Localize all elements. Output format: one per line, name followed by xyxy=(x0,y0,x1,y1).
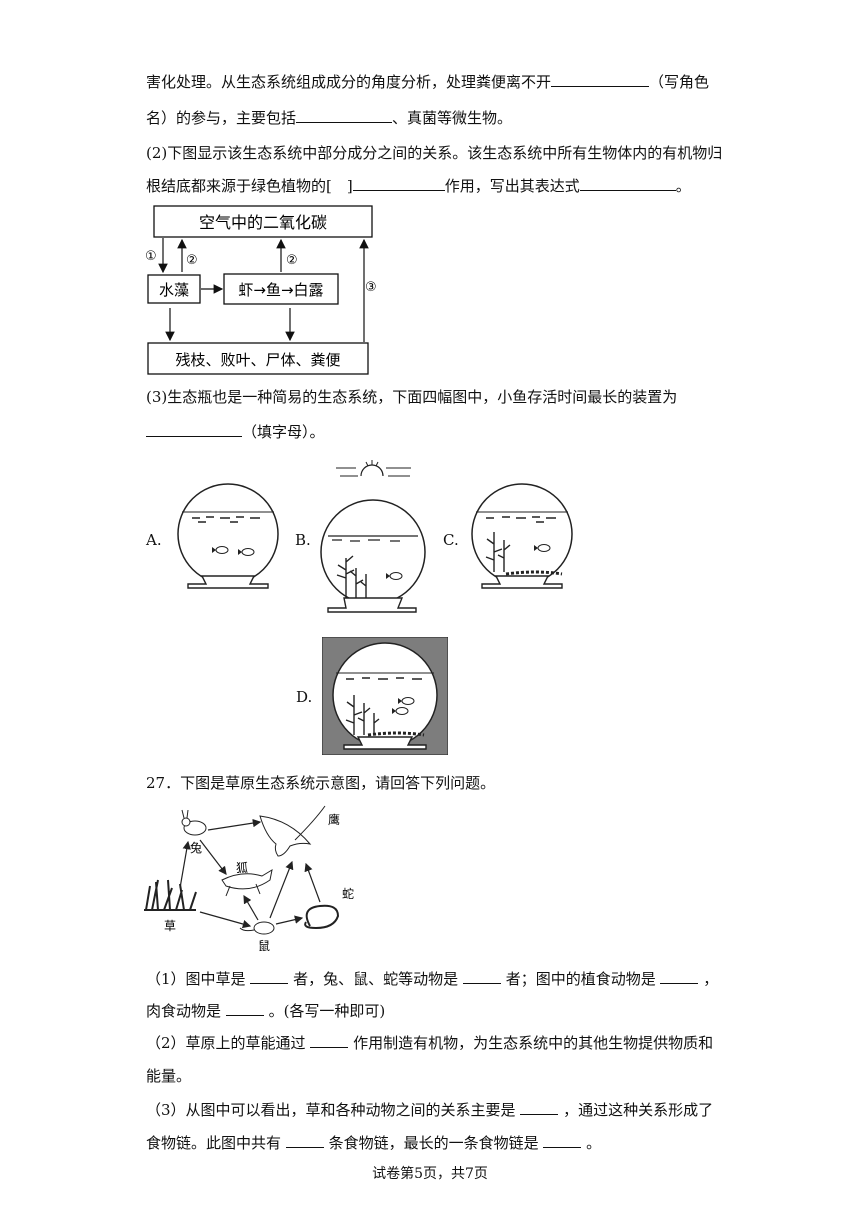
ecosystem-diagram: 空气中的二氧化碳 水藻 虾→鱼→白露 残枝、败叶、尸体、粪便 ① ② ② ③ xyxy=(145,205,377,375)
eagle-icon xyxy=(259,805,326,857)
arrow-rabbit-fox xyxy=(199,839,227,875)
remains-label: 残枝、败叶、尸体、粪便 xyxy=(175,351,340,369)
co2-box xyxy=(153,205,373,238)
q27-text: （3）从图中可以看出，草和各种动物之间的关系主要是 xyxy=(146,1101,516,1119)
q27-text: 作用制造有机物，为生态系统中的其他生物提供物质和 xyxy=(353,1034,714,1052)
q26-text: 名）的参与，主要包括 xyxy=(146,109,297,127)
q27-part2-line-2: 能量。 xyxy=(146,1067,192,1085)
fox-icon xyxy=(221,868,273,897)
q26-text: （填字母）。 xyxy=(242,423,325,441)
option-a-bottle xyxy=(177,483,279,589)
label-3: ③ xyxy=(365,280,377,295)
q27-text: ， xyxy=(703,970,719,988)
q26-text: 根结底都来源于绿色植物的[ ] xyxy=(146,177,353,195)
q26-part2-line-1: (2)下图显示该生态系统中部分成分之间的关系。该生态系统中所有生物体内的有机物归 xyxy=(146,144,723,162)
arrow-mouse-snake xyxy=(275,915,304,925)
page-footer: 试卷第5页，共7页 xyxy=(372,1166,488,1182)
eagle-label: 鹰 xyxy=(328,812,340,827)
q27-text: （1）图中草是 xyxy=(146,970,246,988)
option-d-label: D. xyxy=(296,688,313,706)
q27-text: 。 xyxy=(586,1134,602,1152)
q27-part1-line-1: （1）图中草是 者，兔、鼠、蛇等动物是 者；图中的植食动物是 ， xyxy=(146,969,718,989)
option-a-label: A. xyxy=(146,531,162,549)
q27-part3-line-1: （3）从图中可以看出，草和各种动物之间的关系主要是 ，通过这种关系形成了 xyxy=(146,1100,713,1120)
answer-blank[interactable] xyxy=(146,422,242,437)
option-c-label: C. xyxy=(443,531,459,549)
answer-blank[interactable] xyxy=(250,969,289,984)
grass-icon xyxy=(144,879,197,911)
q26-line-2: 名）的参与，主要包括 、真菌等微生物。 xyxy=(146,108,512,128)
q27-text: 者；图中的植食动物是 xyxy=(505,970,656,988)
q27-title: 27．下图是草原生态系统示意图，请回答下列问题。 xyxy=(146,774,496,792)
label-2: ② xyxy=(186,253,198,268)
answer-blank[interactable] xyxy=(285,1133,324,1148)
q27-text: （2）草原上的草能通过 xyxy=(146,1034,306,1052)
answer-blank[interactable] xyxy=(520,1100,559,1115)
q26-part3-line-1: (3)生态瓶也是一种简易的生态系统，下面四幅图中，小鱼存活时间最长的装置为 xyxy=(146,388,678,406)
answer-blank[interactable] xyxy=(579,176,676,191)
arrow-snake-eagle xyxy=(304,862,321,903)
arrow-mouse-fox xyxy=(243,894,259,921)
q26-text: （写角色 xyxy=(649,73,710,91)
q27-text: 食物链。此图中共有 xyxy=(146,1134,282,1152)
fox-label: 狐 xyxy=(236,861,248,875)
answer-blank[interactable] xyxy=(462,969,501,984)
option-b-label: B. xyxy=(295,531,311,549)
q27-text: ，通过这种关系形成了 xyxy=(563,1101,714,1119)
algae-box xyxy=(147,274,201,304)
q26-text: 、真菌等微生物。 xyxy=(392,109,513,127)
arrow-grass-rabbit xyxy=(179,840,191,889)
algae-label: 水藻 xyxy=(159,281,189,299)
mouse-label: 鼠 xyxy=(258,939,270,953)
q27-part1-line-2: 肉食动物是 。(各写一种即可) xyxy=(146,1001,385,1021)
option-d-bottle xyxy=(322,637,448,755)
option-c-bottle xyxy=(471,483,573,589)
grassland-foodweb-diagram: 兔 鹰 狐 草 鼠 蛇 xyxy=(144,805,354,953)
q27-text: 。(各写一种即可) xyxy=(268,1002,386,1020)
q26-part2-line-2: 根结底都来源于绿色植物的[ ] 作用，写出其表达式 。 xyxy=(146,176,691,196)
snake-icon xyxy=(304,904,340,930)
q26-text: 作用，写出其表达式 xyxy=(444,177,580,195)
q26-text: 。 xyxy=(675,177,691,195)
q27-text: 者，兔、鼠、蛇等动物是 xyxy=(293,970,459,988)
q27-text: 肉食动物是 xyxy=(146,1002,222,1020)
answer-blank[interactable] xyxy=(225,1001,264,1016)
q26-text: 害化处理。从生态系统组成成分的角度分析，处理粪便离不开 xyxy=(146,73,552,91)
sun-icon xyxy=(336,460,411,477)
consumer-chain-label: 虾→鱼→白露 xyxy=(238,281,323,299)
option-b-bottle xyxy=(320,460,426,613)
label-2b: ② xyxy=(286,253,298,268)
answer-blank[interactable] xyxy=(543,1133,582,1148)
co2-label: 空气中的二氧化碳 xyxy=(199,213,327,232)
q26-part3-line-2: （填字母）。 xyxy=(146,422,325,442)
rabbit-label: 兔 xyxy=(190,840,202,855)
answer-blank[interactable] xyxy=(551,72,650,87)
arrow-mouse-eagle xyxy=(269,860,294,919)
q27-text: 条食物链，最长的一条食物链是 xyxy=(328,1134,539,1152)
answer-blank[interactable] xyxy=(310,1033,349,1048)
answer-blank[interactable] xyxy=(660,969,699,984)
arrow-rabbit-eagle xyxy=(207,818,262,831)
consumer-chain-box xyxy=(223,273,339,305)
label-1: ① xyxy=(145,249,157,264)
mouse-icon xyxy=(239,921,275,935)
arrow-grass-mouse xyxy=(199,911,252,929)
q26-line-1: 害化处理。从生态系统组成成分的角度分析，处理粪便离不开 （写角色 xyxy=(146,72,709,92)
rabbit-icon xyxy=(181,809,207,836)
q27-part3-line-2: 食物链。此图中共有 条食物链，最长的一条食物链是 。 xyxy=(146,1133,601,1153)
answer-blank[interactable] xyxy=(352,176,445,191)
q27-part2-line-1: （2）草原上的草能通过 作用制造有机物，为生态系统中的其他生物提供物质和 xyxy=(146,1033,713,1053)
remains-box xyxy=(147,342,369,375)
snake-label: 蛇 xyxy=(342,886,354,901)
answer-blank[interactable] xyxy=(296,108,393,123)
grass-label: 草 xyxy=(164,919,176,933)
